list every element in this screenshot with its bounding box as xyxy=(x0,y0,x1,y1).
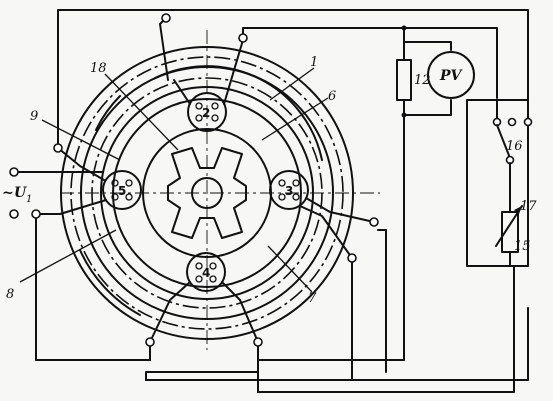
leader-6 xyxy=(261,97,329,141)
switch-box-frame xyxy=(466,99,529,267)
label-16: 16 xyxy=(506,139,523,154)
pole-4-label: 4 xyxy=(202,266,210,280)
pole-2-hole-b xyxy=(211,102,219,110)
pole-2: 2 xyxy=(173,39,244,132)
pole-5-hole-d xyxy=(125,193,133,201)
leader-18 xyxy=(104,73,179,151)
pole-5-lead-bottom xyxy=(35,199,107,215)
leader-lines xyxy=(19,67,329,293)
label-1: 1 xyxy=(310,55,318,70)
switch-blade xyxy=(496,124,511,159)
outer-wiring xyxy=(35,9,529,393)
label-17: 17 xyxy=(520,199,537,214)
terminal-pole4-left xyxy=(145,337,155,347)
pole-5-lead-top xyxy=(57,147,105,181)
terminal-top-mid xyxy=(238,33,248,43)
junction-top xyxy=(401,25,407,31)
label-7: 7 xyxy=(308,291,317,306)
label-pv: PV xyxy=(439,68,464,84)
pole-3: 3 xyxy=(269,170,375,259)
junction-pv xyxy=(401,112,407,118)
pole-2-body xyxy=(187,92,227,132)
wire-pv-bottom xyxy=(403,99,452,116)
resistor-12 xyxy=(396,59,412,101)
label-u-tilde: ~ xyxy=(2,185,14,201)
pole-4-lead-a xyxy=(149,281,191,343)
rheostat-arrow-head xyxy=(514,206,522,214)
pole-4-body xyxy=(186,252,226,292)
pole-3-body xyxy=(269,170,309,210)
pole-2-lead-a xyxy=(173,79,191,105)
terminal-u1-bottom xyxy=(9,209,19,219)
labels: 18 1 6 9 12 PV 16 17 15 8 7 ~ U 1 xyxy=(2,55,537,306)
wire-bottom-return xyxy=(145,307,529,381)
pole-5-hole-c xyxy=(111,193,119,201)
pole-4-hole-c xyxy=(195,275,203,283)
pole-3-hole-b xyxy=(292,179,300,187)
pole-3-lead-b xyxy=(305,197,375,223)
voltmeter-pv xyxy=(427,51,475,99)
leader-7 xyxy=(267,245,313,293)
centre-axes xyxy=(60,30,380,350)
terminal-pole3-bottom xyxy=(347,253,357,263)
label-9: 9 xyxy=(30,109,38,124)
pole-3-hole-a xyxy=(278,179,286,187)
pole-2-lead-b xyxy=(223,39,244,105)
winding-arc-9 xyxy=(95,95,121,131)
pole-3-label: 3 xyxy=(285,184,293,198)
wire-pv-top xyxy=(403,27,452,51)
winding-arc-1 xyxy=(154,65,323,161)
pole-4-lead-b xyxy=(221,281,259,343)
pole-5-hole-b xyxy=(125,179,133,187)
terminal-pole3-right xyxy=(369,217,379,227)
pole-2-hole-d xyxy=(211,114,219,122)
pole-4-hole-b xyxy=(209,262,217,270)
pole-4: 4 xyxy=(149,252,259,343)
terminal-pole4-right xyxy=(253,337,263,347)
wire-pole2-lead-left xyxy=(159,17,169,81)
label-8: 8 xyxy=(6,287,14,302)
pole-4-hole-d xyxy=(209,275,217,283)
pole-4-hole-a xyxy=(195,262,203,270)
pole-2-hole-a xyxy=(195,102,203,110)
label-18: 18 xyxy=(90,61,107,76)
wire-resistor-bottom xyxy=(257,114,405,361)
label-12: 12 xyxy=(414,73,431,88)
leader-9 xyxy=(41,119,121,161)
label-15: 15 xyxy=(514,239,531,254)
label-u-letter: U xyxy=(14,185,27,201)
terminal-u1-top xyxy=(9,167,19,177)
terminal-top-left xyxy=(161,13,171,23)
pole-5: 5 xyxy=(13,147,142,215)
terminals xyxy=(9,13,407,347)
pole-3-hole-c xyxy=(278,193,286,201)
winding-arc-8 xyxy=(79,249,141,316)
wire-pole3-right xyxy=(377,229,387,373)
rotor-body xyxy=(167,147,247,239)
label-6: 6 xyxy=(328,89,336,104)
wire-top-left-loop xyxy=(57,9,529,149)
label-u-sub: 1 xyxy=(26,194,32,205)
wire-left-bottom xyxy=(35,213,151,361)
switch-contact-mid xyxy=(507,117,517,127)
leader-8 xyxy=(19,229,117,283)
pole-5-hole-a xyxy=(111,179,119,187)
pole-2-hole-c xyxy=(195,114,203,122)
wire-top-inner xyxy=(242,27,498,99)
measurement-branch xyxy=(396,51,475,101)
pole-5-label: 5 xyxy=(118,184,126,198)
leader-1 xyxy=(269,67,315,101)
terminal-left-lower xyxy=(31,209,41,219)
pole-3-hole-d xyxy=(292,193,300,201)
terminal-left-upper xyxy=(53,143,63,153)
switch-contact-right xyxy=(523,117,533,127)
pole-2-label: 2 xyxy=(202,106,210,120)
pole-3-lead-a xyxy=(299,205,353,259)
switch-box xyxy=(466,99,533,267)
pole-5-body xyxy=(102,170,142,210)
